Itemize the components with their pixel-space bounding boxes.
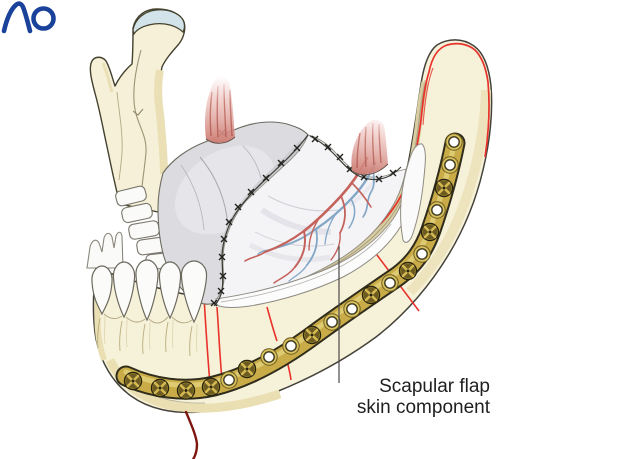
plate-hole bbox=[381, 274, 399, 292]
plate-screw bbox=[123, 371, 143, 391]
plate-hole bbox=[445, 133, 463, 151]
tooth-root-lines bbox=[97, 315, 198, 357]
plate-screw bbox=[237, 359, 257, 379]
plate-screw bbox=[398, 261, 418, 281]
skin-fold-edge bbox=[215, 143, 426, 308]
condyle-cartilage-cap bbox=[132, 9, 186, 36]
muscle-stump-right bbox=[351, 119, 389, 176]
plate-screw bbox=[201, 377, 221, 397]
plate-screws-and-holes bbox=[123, 133, 463, 400]
anterior-teeth bbox=[91, 259, 208, 324]
tooth bbox=[135, 259, 159, 322]
plate-hole bbox=[413, 245, 431, 263]
mandible-ramus-condyle bbox=[89, 8, 186, 213]
plate-hole bbox=[343, 300, 361, 318]
plate-screw bbox=[361, 285, 381, 305]
tooth bbox=[158, 261, 182, 320]
plate-screw bbox=[302, 325, 322, 345]
muscle-stump-left bbox=[205, 76, 236, 144]
tooth bbox=[112, 261, 136, 319]
flap-vessels bbox=[244, 156, 377, 284]
pedicle-vessel bbox=[184, 410, 199, 459]
suture-line bbox=[210, 129, 402, 307]
plate-screw bbox=[176, 381, 196, 400]
figure-label: Scapular flap skin component bbox=[357, 376, 490, 418]
plate-screw bbox=[434, 178, 454, 198]
reconstruction-plate bbox=[115, 132, 466, 400]
figure-label-line1: Scapular flap bbox=[379, 376, 490, 397]
plate-hole bbox=[260, 348, 278, 366]
alveolar-ridge-line bbox=[103, 313, 193, 324]
tooth bbox=[180, 260, 208, 324]
ao-logo: AO bbox=[1, 1, 56, 34]
plate-hole bbox=[428, 201, 446, 219]
plate-hole bbox=[441, 156, 459, 174]
plate-hole bbox=[282, 337, 300, 355]
tooth bbox=[91, 265, 113, 316]
ao-logo-a bbox=[1, 1, 33, 34]
plate-hole bbox=[220, 371, 238, 389]
figure-label-line2: skin component bbox=[356, 397, 490, 418]
suture-x-marks bbox=[210, 129, 397, 307]
plate-screw bbox=[420, 222, 440, 242]
ao-logo-o bbox=[31, 6, 56, 31]
plate-hole bbox=[323, 313, 341, 331]
plate-screw bbox=[150, 378, 170, 398]
